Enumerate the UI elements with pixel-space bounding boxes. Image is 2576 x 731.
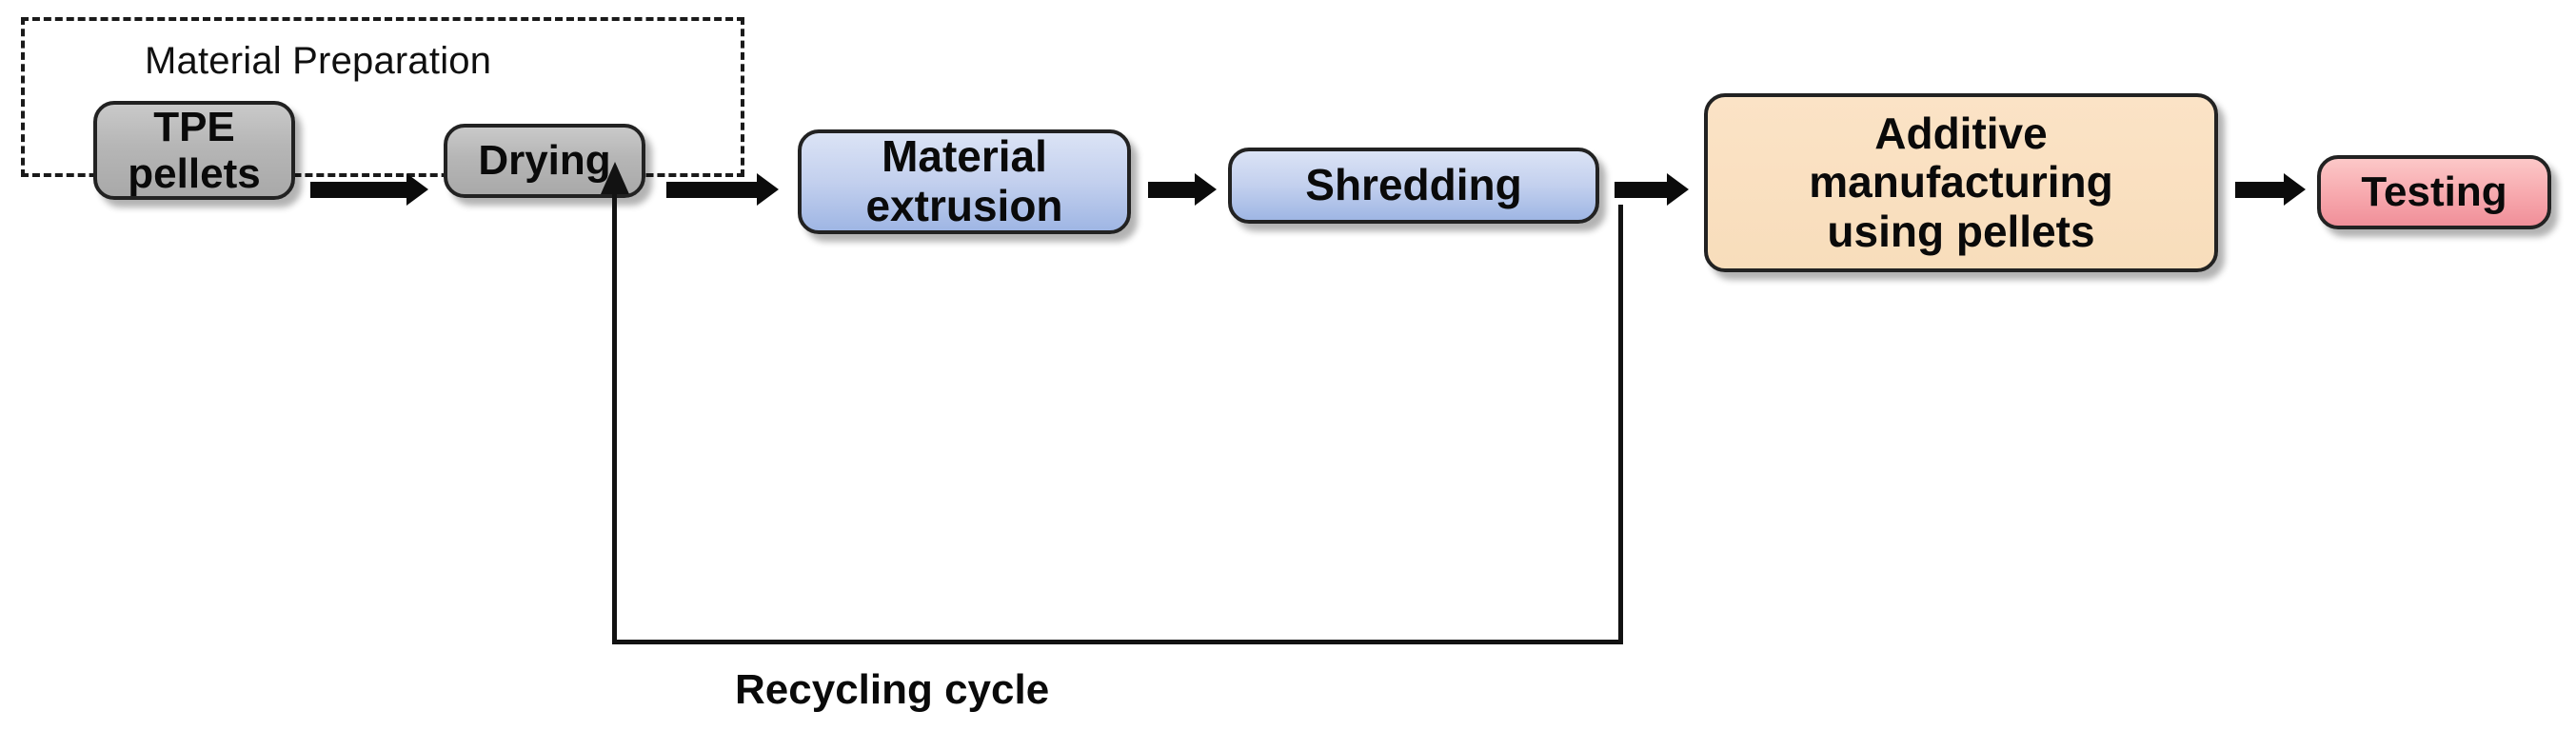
material-preparation-label: Material Preparation — [145, 40, 492, 82]
node-drying-label: Drying — [478, 137, 611, 185]
arrow-shaft — [666, 182, 757, 198]
arrow-right-icon-tpe-to-drying — [310, 173, 428, 206]
recycle-path-down-segment — [1618, 205, 1623, 644]
arrow-head — [1667, 173, 1689, 206]
arrow-up-icon-recycle — [601, 162, 629, 194]
arrow-right-icon-drying-to-extrusion — [666, 173, 779, 206]
arrow-head — [406, 173, 428, 206]
recycle-path-up-segment — [612, 188, 617, 643]
arrow-head — [757, 173, 779, 206]
arrow-right-icon-shredding-to-additive — [1615, 173, 1689, 206]
arrow-right-icon-extrusion-to-shredding — [1148, 173, 1217, 206]
arrow-shaft — [310, 182, 406, 198]
arrow-head — [2284, 173, 2306, 206]
arrow-shaft — [2235, 182, 2284, 198]
arrow-right-icon-additive-to-testing — [2235, 173, 2306, 206]
node-testing[interactable]: Testing — [2317, 155, 2551, 229]
recycle-path-horizontal-segment — [612, 640, 1623, 644]
arrow-head — [1195, 173, 1217, 206]
arrow-shaft — [1148, 182, 1195, 198]
arrow-shaft — [1615, 182, 1667, 198]
node-shredding-label: Shredding — [1305, 160, 1522, 210]
material-preparation-group — [21, 17, 744, 177]
recycling-cycle-label: Recycling cycle — [735, 666, 1050, 713]
node-shredding[interactable]: Shredding — [1228, 148, 1599, 224]
node-testing-label: Testing — [2361, 168, 2507, 216]
